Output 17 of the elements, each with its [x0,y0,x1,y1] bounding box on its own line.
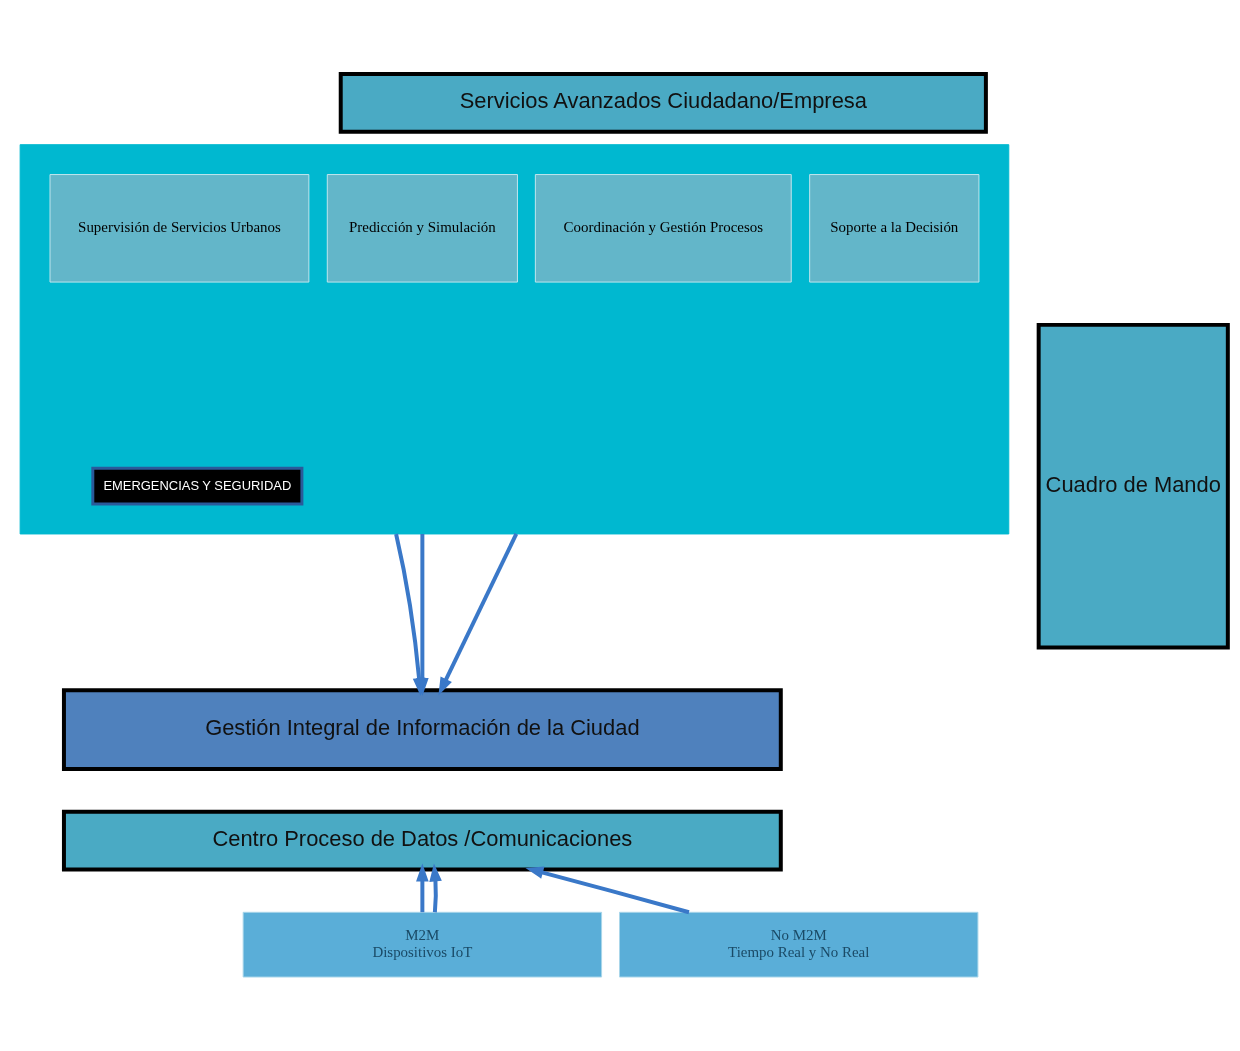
cluster [19,144,1010,535]
arrow [394,533,426,697]
arrow [429,863,442,913]
node-box: M2M Dispositivos IoT [242,911,603,978]
node-box: Predicción y Simulación [326,174,518,283]
arrow [525,866,690,915]
node-box: Coordinación y Gestión Procesos [534,174,792,283]
node-box: Gestión Integral de Información de la Ciudad [61,688,783,771]
node-box: EMERGENCIAS Y SEGURIDAD [91,466,304,506]
arrow [416,863,429,913]
node-box: Servicios Avanzados Ciudadano/Empresa [338,72,988,134]
node-box: No M2M Tiempo Real y No Real [619,911,979,978]
node-box: Soporte a la Decisión [809,174,980,283]
node-box: Cuadro de Mando [1036,322,1230,650]
node-box: Centro Proceso de Datos /Comunicaciones [61,809,783,872]
node-box: Supervisión de Servicios Urbanos [49,174,310,283]
arrow [438,533,519,696]
